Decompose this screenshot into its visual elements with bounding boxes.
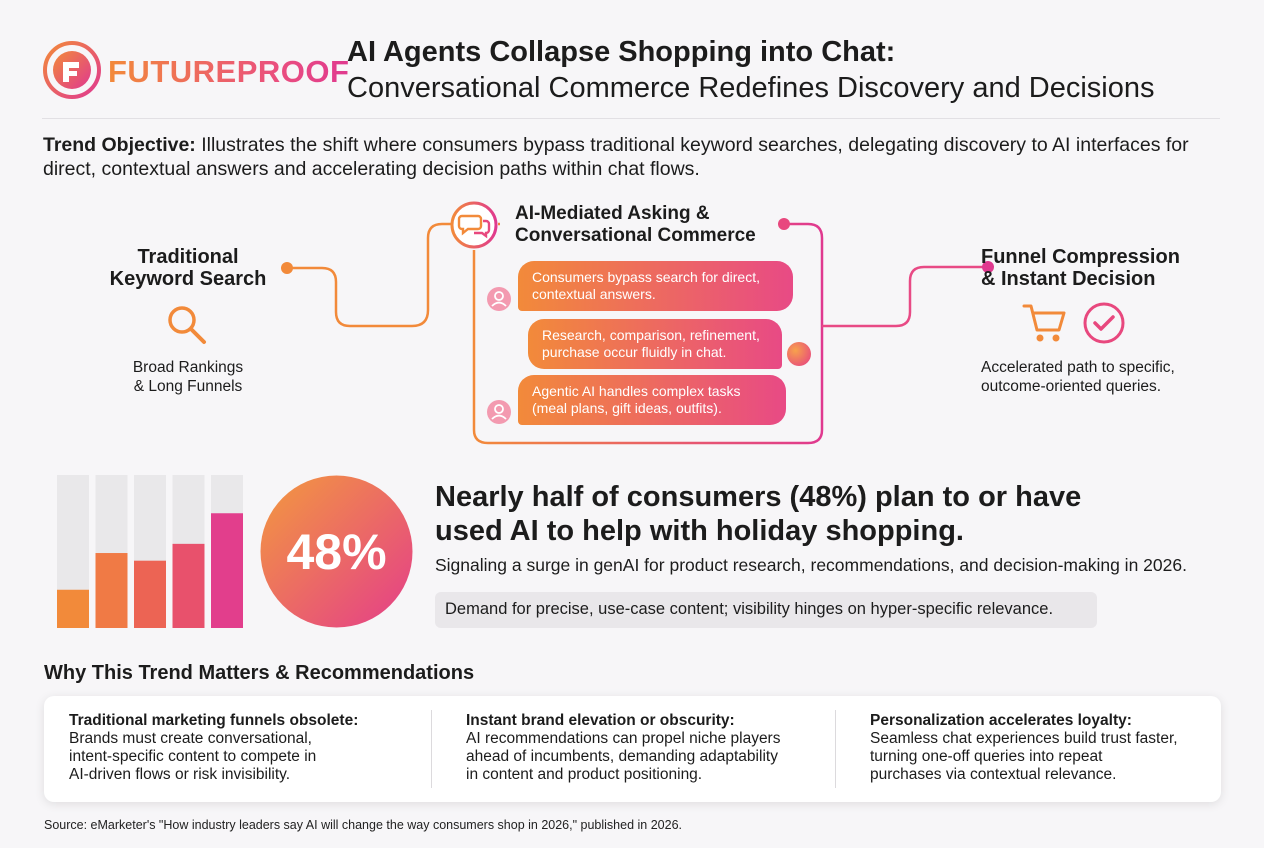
right-connector-dot [982,261,994,273]
bar-fill [211,513,243,628]
ai-avatar-icon [787,342,811,366]
column-divider [431,710,432,788]
page-title-line1: AI Agents Collapse Shopping into Chat: [347,36,896,68]
stat-headline: Nearly half of consumers (48%) plan to o… [435,480,1235,548]
left-connector-line [287,222,452,328]
traditional-search-title: Traditional Keyword Search [90,246,286,290]
funnel-sub-line2: outcome-oriented queries. [981,378,1162,395]
bar-fill [172,543,205,628]
recommendation-1-heading: Traditional marketing funnels obsolete: [69,712,359,729]
column-divider [835,710,836,788]
user-avatar-icon [487,400,511,424]
why-section-title: Why This Trend Matters & Recommendations [44,662,475,684]
recommendation-1-line3: AI-driven flows or risk invisibility. [69,766,291,783]
traditional-title-line2: Keyword Search [109,268,267,290]
bar-fill [95,553,128,628]
funnel-title-line2: & Instant Decision [981,268,1156,290]
funnel-sub-line1: Accelerated path to specific, [981,359,1175,376]
source-citation: Source: eMarketer's "How industry leader… [44,818,682,832]
recommendation-column-2: Instant brand elevation or obscurity: AI… [466,712,816,784]
recommendation-2-line3: in content and product positioning. [466,766,703,783]
recommendation-2-heading: Instant brand elevation or obscurity: [466,712,735,729]
recommendation-column-3: Personalization accelerates loyalty: Sea… [870,712,1220,784]
flow-connectors [281,218,994,445]
search-icon [168,306,206,344]
check-circle-icon [1083,302,1125,344]
chat-bubble-1-line2: contextual answers. [532,286,656,302]
recommendation-3-line1: Seamless chat experiences build trust fa… [870,730,1178,747]
chat-bubble-1-line1: Consumers bypass search for direct, [532,269,760,285]
traditional-search-subtext: Broad Rankings & Long Funnels [100,358,276,396]
percent-value: 48% [286,524,386,580]
panel-top-dot [778,218,790,230]
recommendation-3-line2: turning one-off queries into repeat [870,748,1103,765]
right-connector-line [822,265,988,328]
traditional-sub-line2: & Long Funnels [133,378,243,395]
recommendations-card [44,696,1221,802]
percent-circle: 48% [260,475,413,628]
funnel-compression-title: Funnel Compression & Instant Decision [981,246,1180,290]
header-divider [42,118,1220,119]
stat-headline-line1: Nearly half of consumers (48%) plan to o… [435,481,1082,513]
funnel-title-line1: Funnel Compression [981,246,1180,268]
page-title-line2: Conversational Commerce Redefines Discov… [347,72,1155,104]
recommendation-3-line3: purchases via contextual relevance. [870,766,1117,783]
shopping-cart-icon [1022,304,1066,342]
recommendation-1-line1: Brands must create conversational, [69,730,312,747]
left-connector-dot [281,262,293,274]
ai-title-line1: AI-Mediated Asking & [515,203,710,224]
chat-panel-border [472,222,824,445]
objective-label: Trend Objective: [43,134,196,156]
chat-bubble-2-line1: Research, comparison, refinement, [542,327,760,343]
ai-title-line2: Conversational Commerce [515,225,756,246]
recommendation-2-line1: AI recommendations can propel niche play… [466,730,781,747]
adoption-bar-graphic [57,475,243,628]
bar-fill [134,560,166,628]
stat-subtext: Signaling a surge in genAI for product r… [435,555,1187,575]
ai-commerce-title: AI-Mediated Asking & Conversational Comm… [515,203,756,247]
chat-bubble-3: Agentic AI handles complex tasks (meal p… [518,375,786,425]
objective-text: Illustrates the shift where consumers by… [43,134,1189,180]
stat-callout: Demand for precise, use-case content; vi… [435,592,1097,628]
trend-objective: Trend Objective: Illustrates the shift w… [43,133,1228,181]
traditional-title-line1: Traditional [137,246,239,268]
recommendation-2-line2: ahead of incumbents, demanding adaptabil… [466,748,778,765]
chat-bubble-3-line2: (meal plans, gift ideas, outfits). [532,400,722,416]
stat-headline-line2: used AI to help with holiday shopping. [435,515,964,547]
recommendation-3-heading: Personalization accelerates loyalty: [870,712,1132,729]
traditional-sub-line1: Broad Rankings [132,359,244,376]
recommendation-column-1: Traditional marketing funnels obsolete: … [69,712,419,784]
chat-bubbles-icon [450,201,498,249]
chat-bubble-1: Consumers bypass search for direct, cont… [518,261,793,311]
user-avatar-icon [487,287,511,311]
bar-fill [57,589,89,628]
chat-bubble-2-line2: purchase occur fluidly in chat. [542,344,727,360]
chat-bubble-3-line1: Agentic AI handles complex tasks [532,383,741,399]
brand-logo-text: FUTUREPROOF [108,54,350,89]
funnel-subtext: Accelerated path to specific, outcome-or… [981,358,1175,396]
recommendation-1-line2: intent-specific content to compete in [69,748,317,765]
chat-bubble-2: Research, comparison, refinement, purcha… [528,319,782,369]
futureproof-logo-icon [43,41,101,99]
